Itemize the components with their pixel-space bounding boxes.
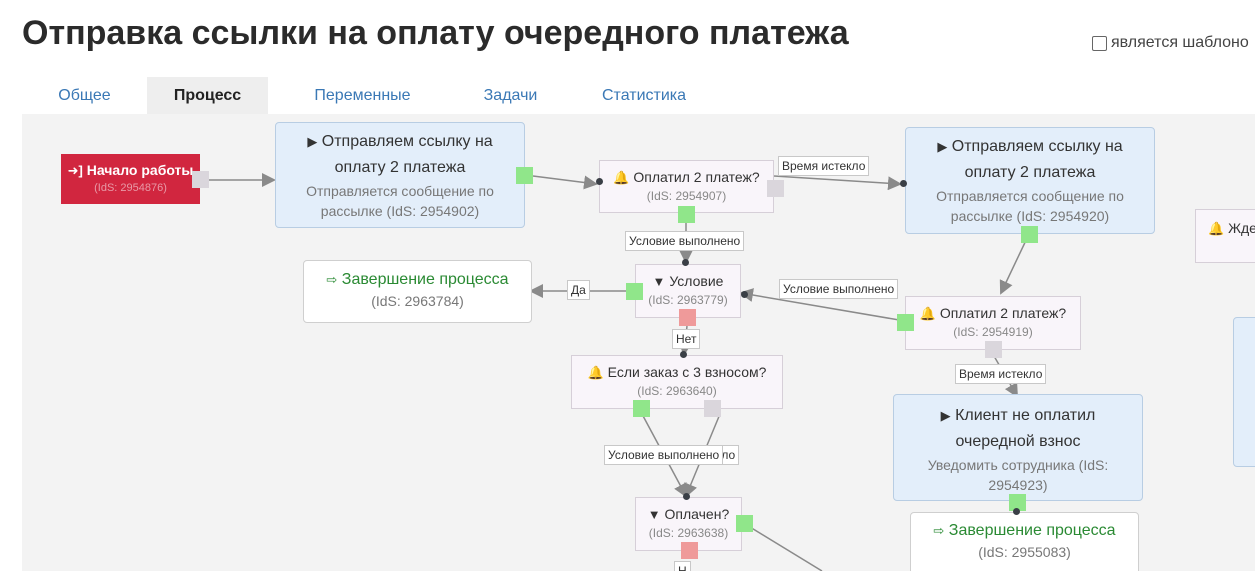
node-start-title: Начало работы xyxy=(86,162,194,178)
edge-label-timeout-2: Время истекло xyxy=(955,364,1047,384)
port-send1-out[interactable] xyxy=(516,167,533,184)
node-send2[interactable]: ▶ Отправляем ссылку на оплату 2 платежа … xyxy=(905,127,1155,234)
tab-bar: Общее Процесс Переменные Задачи Статисти… xyxy=(22,77,724,114)
edge-cond2-out xyxy=(744,523,823,571)
node-paid1-title: Оплатил 2 платеж? xyxy=(633,169,760,185)
port-paid1-timeout[interactable] xyxy=(767,180,784,197)
node-cond2-id: (IdS: 2963638) xyxy=(648,526,729,540)
tab-process[interactable]: Процесс xyxy=(147,77,268,114)
edge-label-timeout: Время истекло xyxy=(778,156,870,176)
node-end2[interactable]: ⇨ Завершение процесса (IdS: 2955083) xyxy=(910,512,1139,571)
sign-out-icon: ⇨ xyxy=(326,272,338,287)
edge-paid1-send2 xyxy=(773,175,902,191)
node-notpaid[interactable]: ▶ Клиент не оплатил очередной взнос Увед… xyxy=(893,394,1143,501)
filter-icon: ▼ xyxy=(647,507,661,522)
node-send2-title: Отправляем ссылку на оплату 2 платежа xyxy=(951,138,1123,181)
tab-general[interactable]: Общее xyxy=(58,87,111,104)
tab-statistics[interactable]: Статистика xyxy=(601,87,687,104)
bell-icon: 🔔 xyxy=(1208,221,1225,236)
bell-icon: 🔔 xyxy=(919,306,936,321)
port-cond1-no[interactable] xyxy=(679,309,696,326)
node-paid1-id: (IdS: 2954907) xyxy=(646,189,727,203)
template-checkbox[interactable]: является шаблоно xyxy=(1092,34,1249,52)
node-order3[interactable]: 🔔 Если заказ с 3 взносом? (IdS: 2963640) xyxy=(571,355,783,409)
node-paid2-title: Оплатил 2 платеж? xyxy=(939,305,1067,321)
connector-dot xyxy=(596,178,603,185)
port-paid2-met[interactable] xyxy=(897,314,914,331)
connector-dot xyxy=(683,493,690,500)
edge-label-condition-met: Условие выполнено xyxy=(625,231,745,251)
process-canvas[interactable]: ➜] Начало работы (IdS: 2954876) ▶ Отправ… xyxy=(22,114,1255,571)
edge-label-condition-met-3: Условие выполнено xyxy=(604,445,724,465)
port-cond2-no[interactable] xyxy=(681,542,698,559)
port-paid2-timeout[interactable] xyxy=(985,341,1002,358)
checkbox-box[interactable] xyxy=(1092,35,1107,51)
edge-send2-paid2 xyxy=(999,233,1030,295)
sign-in-icon: ➜] xyxy=(67,163,83,178)
edge-label-yes: Да xyxy=(567,280,590,300)
connector-dot xyxy=(741,291,748,298)
node-end2-title: Завершение процесса xyxy=(948,522,1116,539)
connector-dot xyxy=(1013,508,1020,515)
node-wait-partial[interactable]: 🔔 Жде xyxy=(1195,209,1255,263)
bell-icon: 🔔 xyxy=(587,365,604,380)
node-cond1-id: (IdS: 2963779) xyxy=(648,293,728,307)
port-paid1-met[interactable] xyxy=(678,206,695,223)
filter-icon: ▼ xyxy=(652,274,666,289)
sign-out-icon: ⇨ xyxy=(933,523,945,538)
edge-paid2-cond1 xyxy=(739,288,906,322)
template-checkbox-label: является шаблоно xyxy=(1111,34,1249,51)
port-order3-met[interactable] xyxy=(633,400,650,417)
node-send1-subtitle: Отправляется сообщение по рассылке (IdS:… xyxy=(306,183,494,219)
bell-icon: 🔔 xyxy=(613,170,630,185)
connector-dot xyxy=(900,180,907,187)
node-order3-title: Если заказ с 3 взносом? xyxy=(607,364,767,380)
edge-label-no: Нет xyxy=(672,329,701,349)
node-cond1-title: Условие xyxy=(669,273,724,289)
edge-label-no-partial: Н xyxy=(674,561,691,571)
node-notpaid-title: Клиент не оплатил очередной взнос xyxy=(955,407,1096,450)
node-end1-id: (IdS: 2963784) xyxy=(371,293,464,309)
port-send2-out[interactable] xyxy=(1021,226,1038,243)
edge-send1-paid1 xyxy=(532,175,598,190)
node-end1-title: Завершение процесса xyxy=(341,271,509,288)
port-order3-timeout[interactable] xyxy=(704,400,721,417)
port-start-out[interactable] xyxy=(192,171,209,188)
connector-dot xyxy=(680,351,687,358)
tab-tasks[interactable]: Задачи xyxy=(483,87,538,104)
node-end2-id: (IdS: 2955083) xyxy=(978,544,1071,560)
node-paid2-id: (IdS: 2954919) xyxy=(953,325,1033,339)
play-icon: ▶ xyxy=(307,134,318,149)
node-send1-title: Отправляем ссылку на оплату 2 платежа xyxy=(321,133,493,176)
node-start-id: (IdS: 2954876) xyxy=(94,182,167,194)
node-cond2-title: Оплачен? xyxy=(664,506,730,522)
node-send1[interactable]: ▶ Отправляем ссылку на оплату 2 платежа … xyxy=(275,122,525,228)
node-wait-title: Жде xyxy=(1228,220,1255,236)
play-icon: ▶ xyxy=(937,139,948,154)
tab-variables[interactable]: Переменные xyxy=(314,87,411,104)
node-send2-subtitle: Отправляется сообщение по рассылке (IdS:… xyxy=(936,188,1124,224)
node-offscreen-partial[interactable] xyxy=(1233,317,1255,467)
node-order3-id: (IdS: 2963640) xyxy=(637,384,717,398)
play-icon: ▶ xyxy=(940,408,951,423)
port-notpaid-out[interactable] xyxy=(1009,494,1026,511)
port-cond2-yes[interactable] xyxy=(736,515,753,532)
edge-label-condition-met-2: Условие выполнено xyxy=(779,279,899,299)
page-title: Отправка ссылки на оплату очередного пла… xyxy=(22,14,849,52)
connector-dot xyxy=(682,259,689,266)
node-start[interactable]: ➜] Начало работы (IdS: 2954876) xyxy=(61,154,200,204)
node-notpaid-subtitle: Уведомить сотрудника (IdS: 2954923) xyxy=(927,457,1109,493)
node-end1[interactable]: ⇨ Завершение процесса (IdS: 2963784) xyxy=(303,260,532,323)
node-paid1[interactable]: 🔔 Оплатил 2 платеж? (IdS: 2954907) xyxy=(599,160,774,213)
port-cond1-yes[interactable] xyxy=(626,283,643,300)
